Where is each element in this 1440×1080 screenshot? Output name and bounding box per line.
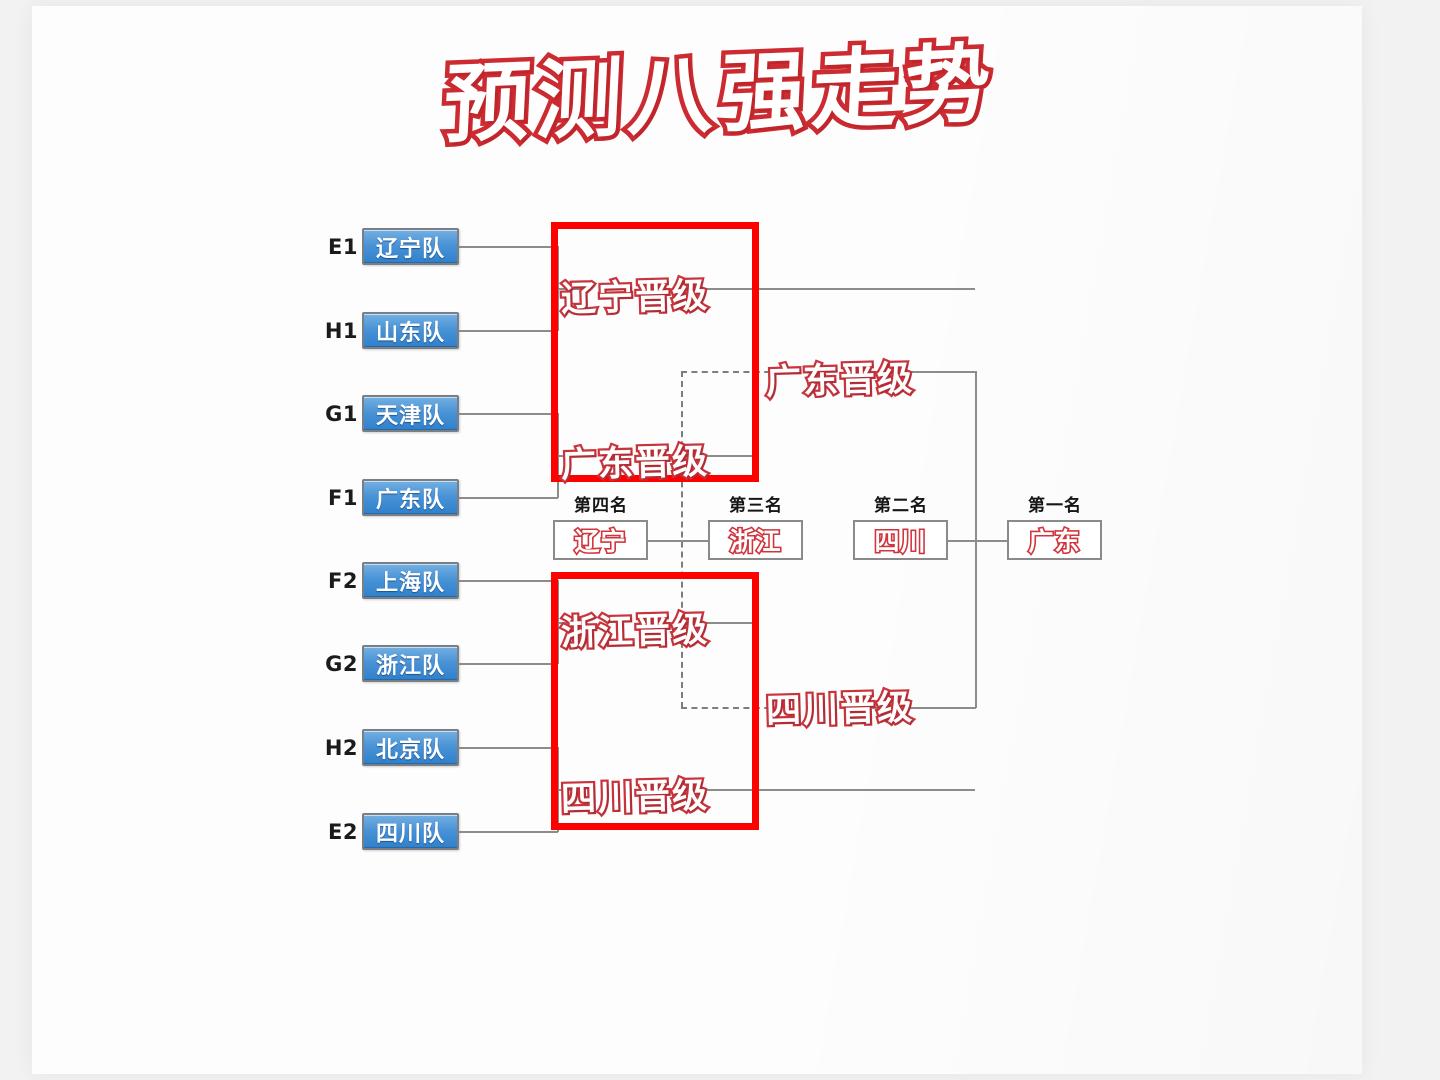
team-box-beijing[interactable]: 北京队 xyxy=(362,729,459,766)
advance-label-sf-bottom: 四川晋级 xyxy=(763,686,917,734)
rank-box-3rd[interactable]: 浙江 xyxy=(708,520,803,560)
team-box-tianjin[interactable]: 天津队 xyxy=(362,395,459,432)
team-box-liaoning[interactable]: 辽宁队 xyxy=(362,228,459,265)
rank-title-2nd: 第二名 xyxy=(874,496,928,516)
third-place-line-bottom xyxy=(681,707,791,709)
team-box-shandong[interactable]: 山东队 xyxy=(362,312,459,349)
qf-line-g2 xyxy=(459,663,558,665)
seed-label-h1: H1 xyxy=(324,319,358,343)
sf-line-top-1 xyxy=(690,288,975,290)
rank-title-4th: 第四名 xyxy=(574,496,628,516)
qf-out-pair1 xyxy=(557,288,581,290)
final-line-bottom xyxy=(862,707,976,709)
final-join-vertical xyxy=(975,371,977,708)
seed-label-f2: F2 xyxy=(328,569,358,593)
rank-team-3rd: 浙江 xyxy=(728,525,782,557)
advance-label-qf-bottom-2: 四川晋级 xyxy=(558,774,712,822)
highlight-box-lower xyxy=(551,572,759,830)
rank-box-1st[interactable]: 广东 xyxy=(1007,520,1102,560)
seed-label-h2: H2 xyxy=(324,736,358,760)
qf-out-pair3 xyxy=(557,622,581,624)
seed-label-f1: F1 xyxy=(328,486,358,510)
team-box-guangdong[interactable]: 广东队 xyxy=(362,479,459,516)
seed-label-g1: G1 xyxy=(325,402,358,426)
rank-team-2nd: 四川 xyxy=(873,525,927,557)
qf-out-pair2 xyxy=(557,455,581,457)
qf-line-h2 xyxy=(459,747,558,749)
third-place-line-top xyxy=(681,371,791,373)
advance-label-qf-top-2: 广东晋级 xyxy=(558,440,712,488)
qf-line-h1 xyxy=(459,330,558,332)
advance-label-qf-top-1: 辽宁晋级 xyxy=(558,274,712,322)
qf-line-e2 xyxy=(459,831,558,833)
highlight-box-upper xyxy=(551,222,759,482)
team-box-shanghai[interactable]: 上海队 xyxy=(362,562,459,599)
qf-line-f2 xyxy=(459,580,558,582)
third-place-join-vertical xyxy=(681,371,683,708)
rank-box-4th[interactable]: 辽宁 xyxy=(553,520,648,560)
final-line-top xyxy=(862,371,976,373)
sf-line-bottom-1 xyxy=(690,622,752,624)
qf-line-f1 xyxy=(459,497,558,499)
rank-box-2nd[interactable]: 四川 xyxy=(853,520,948,560)
sf-line-bottom-2 xyxy=(690,789,975,791)
rank-title-1st: 第一名 xyxy=(1028,496,1082,516)
rank-title-3rd: 第三名 xyxy=(729,496,783,516)
advance-label-qf-bottom-1: 浙江晋级 xyxy=(558,608,712,656)
rank-line-2nd-to-1st xyxy=(948,540,1010,542)
seed-label-g2: G2 xyxy=(325,652,358,676)
qf-out-pair4 xyxy=(557,789,581,791)
sf-line-top-2 xyxy=(690,455,752,457)
team-box-sichuan[interactable]: 四川队 xyxy=(362,813,459,850)
seed-label-e2: E2 xyxy=(328,820,358,844)
rank-line-4th-to-3rd xyxy=(645,540,710,542)
qf-line-e1 xyxy=(459,246,558,248)
rank-team-1st: 广东 xyxy=(1027,525,1081,557)
team-box-zhejiang[interactable]: 浙江队 xyxy=(362,645,459,682)
advance-label-sf-top: 广东晋级 xyxy=(763,357,917,405)
rank-team-4th: 辽宁 xyxy=(573,525,627,557)
qf-line-g1 xyxy=(459,413,558,415)
seed-label-e1: E1 xyxy=(328,235,358,259)
